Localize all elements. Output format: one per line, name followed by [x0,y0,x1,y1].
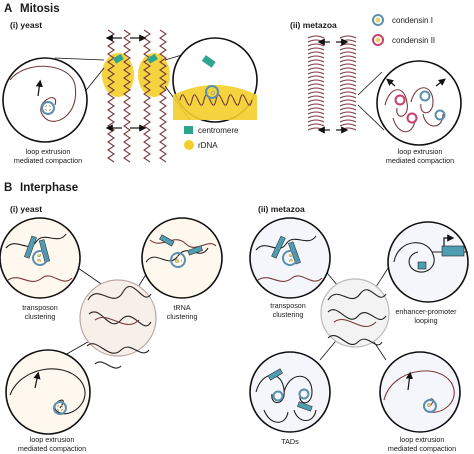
metazoa-mitosis-caption-2: mediated compaction [386,156,454,165]
panel-b-letter: B [4,182,12,194]
centromere-in-zoom [201,55,216,68]
panel-b: B Interphase (i) yeast (ii) metazoa tran… [0,182,469,453]
yeast-loop-extrusion-zoom: loop extrusion mediated compaction [2,57,105,165]
panel-a: A Mitosis (i) yeast (ii) metazoa [2,3,462,165]
chromatin-loop [9,65,77,122]
enhancer-caption-1: enhancer-promoter [395,307,457,316]
gene-block [441,245,465,257]
legend-metazoa: condensin I condensin II [372,14,435,46]
yeast-chromatid-2 [123,29,131,163]
yeast-trna-zoom: tRNA clustering [141,217,223,321]
zoom-circle-metazoa-interphase-loop [379,351,461,433]
metazoa-transposon-zoom: transposon clustering [249,217,331,319]
rdna-chromatin [179,94,253,106]
panel-a-yeast-label: (i) yeast [10,20,42,30]
centromere-marker-left [113,53,124,64]
legend-condensin-ii: condensin II [392,36,435,45]
centromere-swatch [184,126,193,134]
yeast-mitotic-chromosomes [102,29,170,163]
panel-b-yeast-label: (i) yeast [10,204,42,214]
legend-yeast: centromere rDNA [184,126,239,150]
yeast-chromatid-4 [159,29,167,163]
condensin-i-icon [372,14,384,26]
zoom-circle-yeast-loop [2,57,88,143]
yeast-rdna-zoom [164,37,258,123]
yeast-nucleus-outline [79,279,157,357]
panel-b-title: Interphase [20,182,78,194]
metazoa-enhancer-zoom: enhancer-promoter looping [387,221,469,325]
panel-b-metazoa-label: (ii) metazoa [258,204,305,214]
panel-a-letter: A [4,3,12,15]
metazoa-loop-extrusion-zoom: loop extrusion mediated compaction [357,60,462,165]
enhancer-block [417,261,427,270]
yeast-transposon-caption-1: transposon [22,303,58,312]
yeast-interphase-caption-2: mediated compaction [18,444,86,453]
panel-a-metazoa-label: (ii) metazoa [290,20,337,30]
metazoa-transposon-caption-1: transposon [270,301,306,310]
zoom-circle-enhancer-promoter [387,221,469,303]
nested-loops [384,87,444,133]
condensin-ring [41,101,55,115]
enhancer-caption-2: looping [414,316,437,325]
metazoa-interphase-caption-1: loop extrusion [400,435,445,444]
yeast-chromatid-3 [143,29,151,163]
legend-condensin-i: condensin I [392,16,433,25]
metazoa-tads-zoom: TADs [249,351,331,446]
zoom-circle-yeast-interphase-loop [5,349,91,435]
metazoa-nucleus [317,261,393,361]
yeast-trna-caption-2: clustering [167,312,198,321]
yeast-interphase-chromatin [86,285,152,369]
zoom-circle-yeast-trna [141,217,223,299]
rdna-blob-left [102,53,134,97]
zoom-circle-metazoa-loops [376,60,462,146]
yeast-transposon-zoom: transposon clustering [0,217,81,321]
metazoa-transposon-caption-2: clustering [273,310,304,319]
condensin-ii-icon [372,34,384,46]
metazoa-chromatid-left [307,35,325,131]
extrusion-arrow [35,79,43,97]
metazoa-interphase-loop-zoom: loop extrusion mediated compaction [379,351,461,453]
tads-caption: TADs [281,437,299,446]
rdna-swatch [184,140,194,150]
yeast-interphase-loop-zoom: loop extrusion mediated compaction [5,349,91,453]
metazoa-mitosis-caption-1: loop extrusion [398,147,443,156]
metazoa-nucleus-outline [320,278,390,348]
centromere-marker-right [147,53,158,64]
metazoa-mitotic-chromosome [307,35,357,134]
rdna-blob-right [138,53,170,97]
legend-rdna: rDNA [198,141,218,150]
yeast-mitosis-caption-2: mediated compaction [14,156,82,165]
yeast-nucleus [64,267,157,369]
yeast-mitosis-caption-1: loop extrusion [26,147,71,156]
metazoa-chromatid-right [339,35,357,131]
transposon-gene [24,235,37,259]
legend-centromere: centromere [198,126,239,135]
panel-a-title: Mitosis [20,3,60,15]
yeast-interphase-caption-1: loop extrusion [30,435,75,444]
yeast-chromatid-1 [107,29,115,163]
tad-loops [255,374,317,423]
metazoa-interphase-caption-2: mediated compaction [388,444,456,453]
zoom-circle-tads [249,351,331,433]
yeast-trna-caption-1: tRNA [173,303,190,312]
yeast-transposon-caption-2: clustering [25,312,56,321]
transcription-arrow [443,234,455,246]
trna-gene [159,234,175,247]
